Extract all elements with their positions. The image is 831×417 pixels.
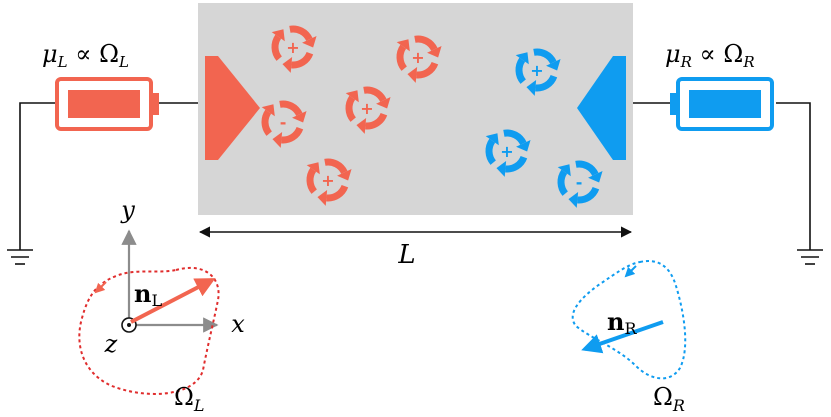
left-battery-icon [55,77,159,131]
vortex-arc [306,167,318,194]
vortex-arc [281,126,304,144]
left-contact-arrow [205,56,260,160]
vortex-arc [577,186,600,204]
omega-left-loop-arrow [94,281,107,294]
vortex-arc [557,169,569,196]
vortex-icon: + [271,25,317,73]
vortex-arc [416,61,439,79]
right-potential-label: μR ∝ ΩR [665,40,755,71]
n-right-label: nR [607,307,637,338]
n-left-vector [130,278,216,324]
left-circuit-wire [19,102,198,250]
vortex-arrowhead [302,36,317,48]
right-contact-arrow [577,56,626,160]
length-label: L [397,240,415,270]
vortex-arc [345,95,357,122]
vortex-arrowhead [345,90,359,103]
vortex-sign: + [411,48,424,67]
vortex-arrowhead [516,140,531,152]
vortex-arc [291,51,314,69]
vortex-arrowhead [515,52,529,65]
vortex-arrowhead [588,171,603,183]
vortex-arrowhead [557,164,571,177]
vortex-arc [271,34,283,61]
vortex-arrowhead [261,104,275,117]
vortex-arrowhead [272,131,283,148]
vortex-arc [261,109,273,136]
vortex-arrowhead [337,169,352,181]
vortex-arrowhead [427,46,442,58]
vortex-sign: + [321,171,334,190]
vortex-icon: + [515,48,561,96]
vortex-sign: - [576,173,583,192]
omega-right-loop [571,260,687,380]
ground-icon [7,249,33,265]
channel-region [198,3,633,215]
omega-left-loop [78,267,220,395]
vortex-icon: + [396,35,442,83]
vortex-arc [505,155,528,173]
vortex-arrowhead [526,79,537,96]
ground-icon [797,249,823,265]
vortex-arrowhead [356,117,367,134]
vortex-sign: - [280,113,287,132]
vortex-arrowhead [282,56,293,73]
vortex-arrowhead [407,66,418,83]
vortex-sign: + [286,38,299,57]
vortex-arc [535,74,558,92]
axis-label-y: y [120,196,135,224]
vortex-sign: + [360,99,373,118]
right-battery-icon [670,77,774,131]
vortex-arc [515,57,527,84]
vortex-arrowhead [496,160,507,177]
vortex-arrowhead [546,59,561,71]
vortex-arc [485,138,497,165]
vortex-icon: + [485,129,531,177]
omega-right-label: ΩR [653,383,685,415]
vortex-arc [365,112,388,130]
axis-label-x: x [231,310,245,338]
vortex-arc [363,86,387,103]
vortex-arc [503,129,527,146]
vortex-arrowhead [568,191,579,208]
vortex-arrowhead [271,29,285,42]
vortex-arrowhead [485,133,499,146]
vortex-arc [533,48,557,65]
omega-right-loop-arrow [624,265,637,278]
vortex-arc [326,184,349,202]
vortex-arrowhead [396,39,410,52]
vortex-sign: + [530,61,543,80]
vortex-arc [289,25,313,42]
vortex-icon: - [557,160,603,208]
vortex-arc [396,44,408,71]
vortex-icon: + [306,158,352,206]
n-left-label: nL [134,279,162,310]
n-right-vector [581,320,664,354]
omega-left-label: ΩL [174,383,205,415]
vortex-arc [575,160,599,177]
vortex-icon: - [261,100,307,148]
vortex-sign: + [500,142,513,161]
left-potential-label: μL ∝ ΩL [42,40,129,71]
vortex-icon: + [345,86,391,134]
vortex-arrowhead [292,111,307,123]
vortex-arc [279,100,303,117]
vortex-arc [414,35,438,52]
right-circuit-wire [633,102,811,250]
vortex-arrowhead [317,189,328,206]
vortex-arrowhead [306,162,320,175]
vortex-arrowhead [376,97,391,109]
vortex-arc [324,158,348,175]
vortex-layer: + + - + + + + - [261,25,603,208]
axis-label-z: z [104,330,118,358]
